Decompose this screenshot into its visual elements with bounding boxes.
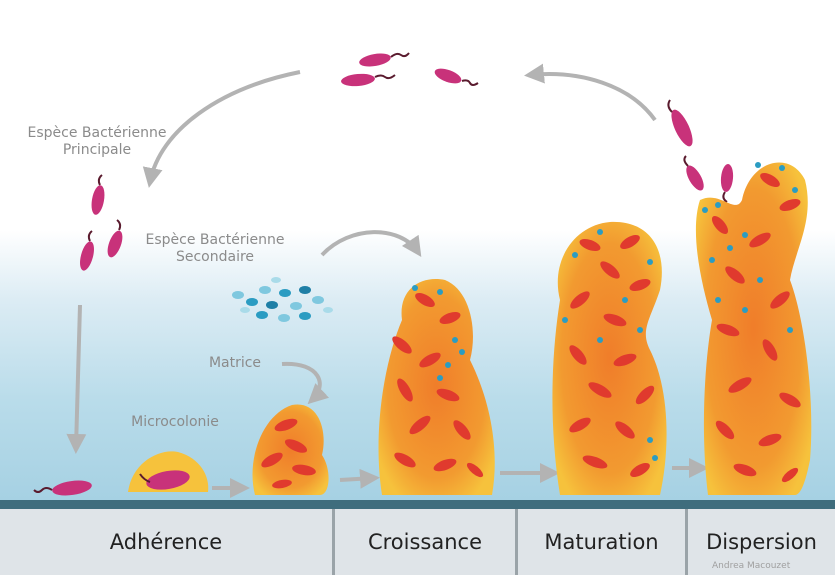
dispersing-bacteria [667,100,734,202]
label-primary-species: Espèce Bactérienne Principale [2,125,192,159]
primary-species-bacteria [77,175,125,272]
early-colony [253,404,329,495]
arrow-secondary [322,232,418,255]
stage-croissance: Croissance [335,509,518,575]
credit-text: Andrea Macouzet [712,561,790,571]
dispersion-colony [696,162,811,495]
label-secondary-species: Espèce Bactérienne Secondaire [140,232,290,266]
growth-colony [379,279,495,495]
microcolony-mound [128,451,208,492]
arrow-down [76,305,80,448]
mature-colony [552,222,666,495]
arrow-top-right [530,74,655,120]
surface-line [0,500,835,509]
adhered-bacterium [34,478,93,497]
arrow-matrix [282,364,320,400]
stage-adherence: Adhérence [0,509,335,575]
floating-bacteria-top [341,51,478,87]
label-microcolony: Microcolonie [105,414,245,431]
secondary-species-cluster [232,277,333,322]
arrow-stage-2 [340,478,374,480]
label-matrix: Matrice [190,355,280,372]
stage-maturation: Maturation [518,509,688,575]
